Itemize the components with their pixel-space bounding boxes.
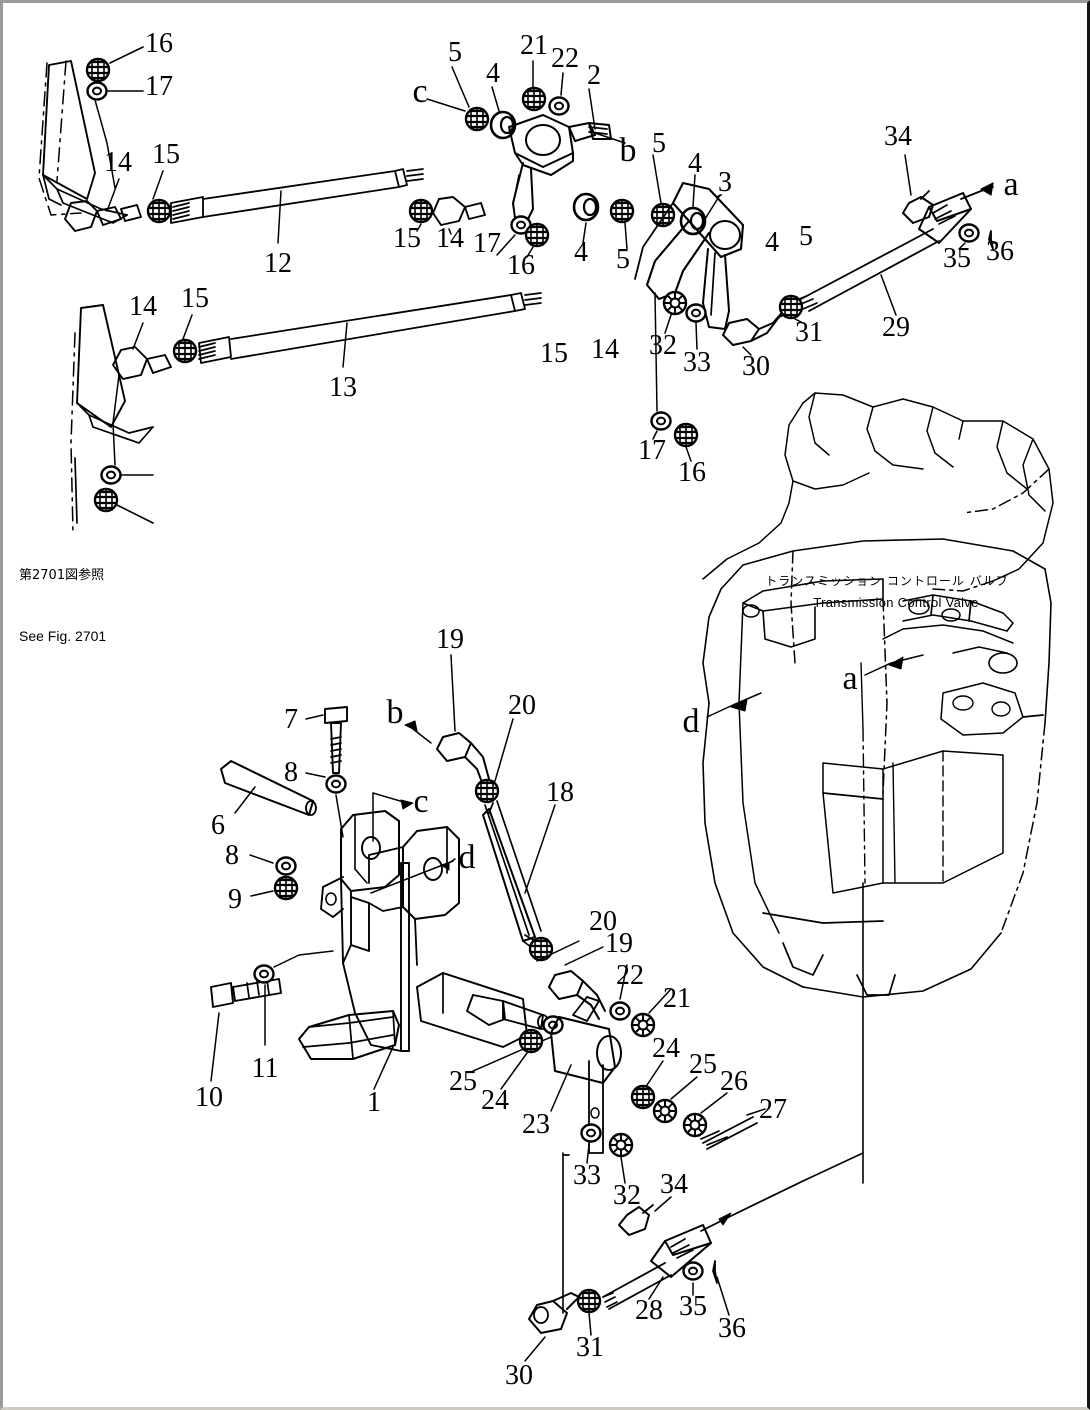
callout-13: 13 [329,372,357,403]
callout-d: d [458,839,476,876]
callout-34: 34 [884,121,912,152]
callout-33: 33 [683,347,711,378]
callout-23: 23 [522,1109,550,1140]
callout-8: 8 [284,757,298,788]
callout-4: 4 [765,227,779,258]
callout-30: 30 [505,1360,533,1391]
callout-15: 15 [152,139,180,170]
callout-20: 20 [508,690,536,721]
callout-4: 4 [688,148,702,179]
callout-32: 32 [649,330,677,361]
callout-3: 3 [718,167,732,198]
callout-33: 33 [573,1160,601,1191]
valve-caption-en: Transmission Control Valve [813,595,979,611]
callout-24: 24 [481,1085,509,1116]
callout-29: 29 [882,312,910,343]
callout-4: 4 [486,58,500,89]
callout-12: 12 [264,248,292,279]
callout-16: 16 [678,457,706,488]
callout-6: 6 [211,810,225,841]
callout-21: 21 [663,983,691,1014]
callout-35: 35 [943,243,971,274]
valve-caption-jp: トランスミッション コントロール バルブ [765,573,1009,588]
callout-b: b [619,132,637,169]
callout-16: 16 [145,28,173,59]
callout-c: c [412,73,428,110]
callout-27: 27 [759,1094,787,1125]
callout-4: 4 [574,237,588,268]
callout-16: 16 [507,250,535,281]
callout-30: 30 [742,351,770,382]
callout-31: 31 [576,1332,604,1363]
callout-a: a [842,660,858,697]
callout-19: 19 [605,928,633,959]
callout-17: 17 [638,435,666,466]
callout-34: 34 [660,1169,688,1200]
reference-note: 第2701図参照 See Fig. 2701 [19,526,106,687]
callout-25: 25 [449,1066,477,1097]
reference-note-en: See Fig. 2701 [19,628,107,645]
callout-35: 35 [679,1291,707,1322]
callout-36: 36 [986,236,1014,267]
callout-c: c [413,783,429,820]
callout-14: 14 [591,334,619,365]
callout-17: 17 [473,228,501,259]
callout-1: 1 [367,1087,381,1118]
callout-22: 22 [551,43,579,74]
callout-21: 21 [520,30,548,61]
callout-14: 14 [104,147,132,178]
callout-24: 24 [652,1033,680,1064]
callout-5: 5 [652,128,666,159]
callout-32: 32 [613,1180,641,1211]
callout-d: d [682,703,700,740]
callout-26: 26 [720,1066,748,1097]
callout-10: 10 [195,1082,223,1113]
callout-17: 17 [145,71,173,102]
callout-5: 5 [799,221,813,252]
callout-b: b [386,694,404,731]
callout-31: 31 [795,317,823,348]
callout-20: 20 [589,906,617,937]
callout-15: 15 [540,338,568,369]
callout-14: 14 [436,223,464,254]
callout-19: 19 [436,624,464,655]
callout-28: 28 [635,1295,663,1326]
callout-7: 7 [284,704,298,735]
callout-25: 25 [689,1049,717,1080]
callout-15: 15 [181,283,209,314]
callout-15: 15 [393,223,421,254]
callout-a: a [1003,166,1019,203]
callout-5: 5 [616,244,630,275]
callout-9: 9 [228,884,242,915]
callout-14: 14 [129,291,157,322]
callout-5: 5 [448,37,462,68]
callout-36: 36 [718,1313,746,1344]
reference-note-jp: 第2701図参照 [19,567,105,583]
callout-11: 11 [251,1053,279,1084]
callout-22: 22 [616,960,644,991]
callout-8: 8 [225,840,239,871]
callout-2: 2 [587,60,601,91]
parts-diagram-drawing [38,46,1054,1362]
callout-18: 18 [546,777,574,808]
